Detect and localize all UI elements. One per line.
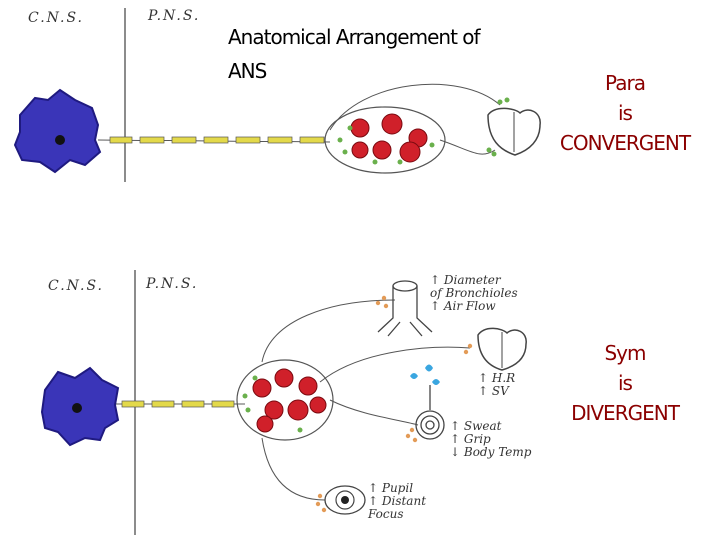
post-fiber-eye [262, 438, 325, 500]
top-post-fiber-lower [440, 140, 495, 154]
bronchi-drawing [378, 281, 432, 336]
para-word: Para [535, 68, 715, 98]
heart-effect-label: ↑ H.R ↑ SV [478, 372, 515, 398]
post-fiber-sweat-gland [330, 400, 418, 425]
top-myelin-segments [110, 137, 324, 143]
eye-effect-label: ↑ Pupil ↑ Distant Focus [368, 482, 426, 521]
sym-caption: Sym is DIVERGENT [535, 338, 715, 428]
sweat-gland-synapses [406, 428, 417, 442]
sym-is: is [535, 368, 715, 398]
top-ganglion-cells [351, 114, 427, 162]
sweat-effect-label: ↑ Sweat ↑ Grip ↓ Body Temp [450, 420, 531, 459]
top-neuron-nucleus [55, 135, 65, 145]
bronchi-effect-label: ↑ Diameter of Bronchioles ↑ Air Flow [430, 274, 518, 313]
post-fiber-heart [320, 347, 470, 382]
sym-divergent: DIVERGENT [535, 398, 715, 428]
sweat-gland [416, 385, 444, 439]
slide-title: Anatomical Arrangement of ANS [228, 20, 480, 88]
para-convergent: CONVERGENT [535, 128, 715, 158]
heart-synapses [464, 344, 472, 354]
bottom-ganglion-cells [253, 369, 326, 432]
bronchi-synapses [376, 296, 388, 308]
bottom-cns-label: C.N.S. [48, 278, 104, 294]
top-preganglionic-neuron-body [15, 90, 100, 172]
post-fiber-bronchi [262, 300, 395, 362]
sym-word: Sym [535, 338, 715, 368]
top-cns-label: C.N.S. [28, 10, 84, 26]
bottom-pns-label: P.N.S. [146, 276, 198, 292]
para-caption: Para is CONVERGENT [535, 68, 715, 158]
eye-synapses [316, 494, 326, 512]
eye-drawing [325, 486, 365, 514]
bottom-neuron-nucleus [72, 403, 82, 413]
top-pns-label: P.N.S. [148, 8, 200, 24]
para-is: is [535, 98, 715, 128]
sweat-drops [410, 365, 440, 386]
